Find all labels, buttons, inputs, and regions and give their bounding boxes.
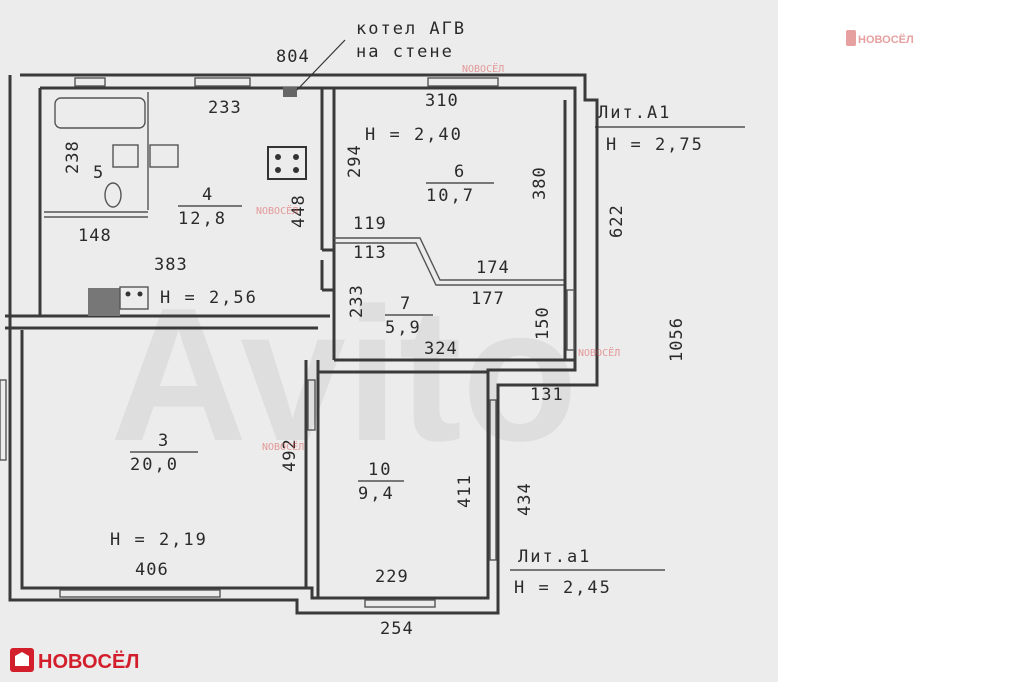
dim-411: 411 xyxy=(455,474,475,508)
logo-text: НОВОСЁЛ xyxy=(38,650,139,673)
dim-113: 113 xyxy=(353,243,387,263)
fixtures xyxy=(54,39,346,316)
ceiling-heights: Н = 2,40 Н = 2,56 Н = 2,19 xyxy=(110,125,463,550)
dim-406: 406 xyxy=(135,560,169,580)
watermarks: NОВОСЁЛ NОВОСЁЛ NОВОСЁЛ NОВОСЁЛ xyxy=(256,62,620,453)
room-4-area: 12,8 xyxy=(178,209,227,229)
liter-labels: Лит.А1 Н = 2,75 Лит.а1 Н = 2,45 xyxy=(510,103,745,598)
watermark-3: NОВОСЁЛ xyxy=(578,346,620,359)
room-10-number: 10 xyxy=(368,460,392,480)
dim-1056: 1056 xyxy=(667,317,687,362)
dim-434: 434 xyxy=(515,482,535,516)
small-logo-icon xyxy=(846,30,856,46)
room-6-area: 10,7 xyxy=(426,186,475,206)
dim-233: 233 xyxy=(208,98,242,118)
dim-229: 229 xyxy=(375,567,409,587)
dim-294: 294 xyxy=(345,144,365,178)
avito-watermark: Avito xyxy=(110,269,578,481)
annotation-boiler-line1: котел АГВ xyxy=(356,19,466,39)
height-240: Н = 2,40 xyxy=(365,125,463,145)
height-219: Н = 2,19 xyxy=(110,530,208,550)
dim-233b: 233 xyxy=(347,284,367,318)
dim-380: 380 xyxy=(530,166,550,200)
dim-448: 448 xyxy=(289,194,309,228)
room-3-area: 20,0 xyxy=(130,455,179,475)
dim-131: 131 xyxy=(530,385,564,405)
dim-174: 174 xyxy=(476,258,510,278)
bathtub-icon xyxy=(54,97,146,129)
floor-plan-area: Avito xyxy=(0,0,778,682)
walls xyxy=(5,73,599,615)
floor-plan: Avito xyxy=(0,19,745,673)
dim-254: 254 xyxy=(380,619,414,639)
right-panel: НОВОСЁЛ xyxy=(778,0,1023,682)
watermark-4: NОВОСЁЛ xyxy=(262,440,304,453)
sink-icon xyxy=(112,144,139,168)
kitchen-sink-icon xyxy=(149,144,179,168)
dim-238: 238 xyxy=(63,140,83,174)
liter-A1-height: Н = 2,75 xyxy=(606,135,704,155)
dim-177: 177 xyxy=(471,289,505,309)
room-4-number: 4 xyxy=(202,185,214,205)
room-5-number: 5 xyxy=(93,163,105,183)
dim-324: 324 xyxy=(424,339,458,359)
stove-icon xyxy=(267,146,307,180)
watermark-2: NОВОСЁЛ xyxy=(256,204,298,217)
room-6-number: 6 xyxy=(454,162,466,182)
dim-310: 310 xyxy=(425,91,459,111)
toilet-icon xyxy=(104,182,122,208)
dim-383: 383 xyxy=(154,255,188,275)
annotation-boiler-line2: на стене xyxy=(356,42,454,62)
room-7-number: 7 xyxy=(400,294,412,314)
dim-148: 148 xyxy=(78,226,112,246)
dim-150: 150 xyxy=(533,306,553,340)
height-256: Н = 2,56 xyxy=(160,288,258,308)
windows xyxy=(0,77,575,608)
dimension-labels: 804 233 310 238 294 380 448 148 119 113 … xyxy=(63,47,687,639)
room-10-area: 9,4 xyxy=(358,484,395,504)
room-3-number: 3 xyxy=(158,431,170,451)
room-labels: 5 4 12,8 6 10,7 7 5,9 3 20,0 10 9,4 xyxy=(93,162,494,504)
novosel-logo: НОВОСЁЛ xyxy=(10,648,139,673)
oven-icon xyxy=(88,288,120,316)
dim-119: 119 xyxy=(353,214,387,234)
right-logo: НОВОСЁЛ xyxy=(846,30,914,46)
liter-A1-name: Лит.А1 xyxy=(598,103,671,123)
dim-804: 804 xyxy=(276,47,310,67)
liter-a1-name: Лит.а1 xyxy=(518,547,591,567)
dim-492: 492 xyxy=(280,438,300,472)
boiler-icon xyxy=(283,87,297,97)
watermark-1: NОВОСЁЛ xyxy=(462,62,504,75)
liter-a1-height: Н = 2,45 xyxy=(514,578,612,598)
small-logo-text: НОВОСЁЛ xyxy=(858,33,914,46)
dim-622: 622 xyxy=(607,204,627,238)
room-7-area: 5,9 xyxy=(385,318,422,338)
